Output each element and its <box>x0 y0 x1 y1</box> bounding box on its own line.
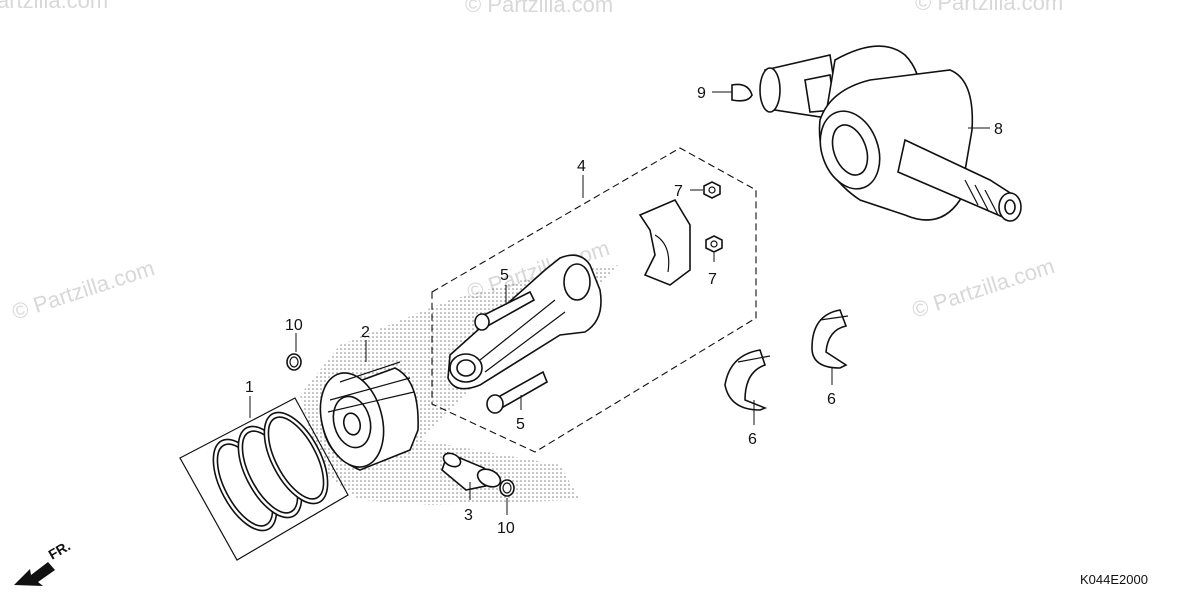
watermark-text: © Partzilla.com <box>0 0 108 13</box>
leader-lines <box>249 91 990 515</box>
callout-7-upper: 7 <box>674 183 683 200</box>
piston-rings <box>212 411 329 532</box>
callout-2: 2 <box>361 324 370 341</box>
front-direction-arrow: FR. <box>14 537 73 586</box>
circlip-lower <box>499 479 515 497</box>
watermark-text: © Partzilla.com <box>915 0 1063 15</box>
callout-10-upper: 10 <box>285 317 303 334</box>
callout-10-lower: 10 <box>497 520 515 537</box>
callout-labels: 1 2 3 4 5 5 6 6 7 7 8 9 10 10 <box>245 85 1003 537</box>
piston-pin <box>441 451 502 491</box>
bearing-shell-right <box>811 309 849 369</box>
watermark-text: © Partzilla.com <box>909 253 1058 323</box>
callout-6-left: 6 <box>748 431 757 448</box>
watermark-text: © Partzilla.com <box>465 0 613 17</box>
watermark-text: © Partzilla.com <box>9 255 158 325</box>
rod-bolt-lower <box>486 370 549 414</box>
callout-1: 1 <box>245 379 254 396</box>
bearing-shell-left <box>724 349 771 411</box>
callout-7-lower: 7 <box>708 271 717 288</box>
rod-nut-lower <box>705 235 723 253</box>
callout-4: 4 <box>577 158 586 175</box>
callout-8: 8 <box>994 121 1003 138</box>
rod-bolt-upper <box>474 290 536 331</box>
direction-label: FR. <box>46 537 74 562</box>
connecting-rod-set-box <box>431 147 757 453</box>
connecting-rod <box>447 254 602 390</box>
callout-5-lower: 5 <box>516 416 525 433</box>
crankshaft <box>759 45 1022 222</box>
callout-3: 3 <box>464 507 473 524</box>
diagram-code: K044E2000 <box>1080 572 1148 587</box>
callout-9: 9 <box>697 85 706 102</box>
connecting-rod-cap <box>638 198 691 286</box>
callout-6-right: 6 <box>827 391 836 408</box>
piston-ring-set-box <box>179 397 349 561</box>
woodruff-key <box>731 83 753 102</box>
piston <box>319 361 419 471</box>
circlip-upper <box>286 353 302 371</box>
rod-nut-upper <box>703 181 721 199</box>
callout-5-upper: 5 <box>500 267 509 284</box>
